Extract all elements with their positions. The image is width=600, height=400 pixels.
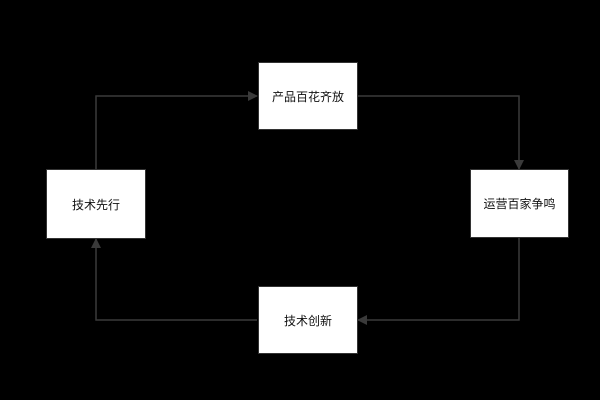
edge-left-to-top <box>95 91 258 170</box>
edge-top-to-right <box>358 95 524 170</box>
edge-right-to-bottom <box>357 238 520 325</box>
node-tech-first[interactable]: 技术先行 <box>46 169 146 239</box>
node-operations[interactable]: 运营百家争鸣 <box>470 169 569 238</box>
edge-bottom-to-left <box>91 238 257 321</box>
node-tech-innovation[interactable]: 技术创新 <box>258 286 358 354</box>
node-product[interactable]: 产品百花齐放 <box>258 62 358 130</box>
